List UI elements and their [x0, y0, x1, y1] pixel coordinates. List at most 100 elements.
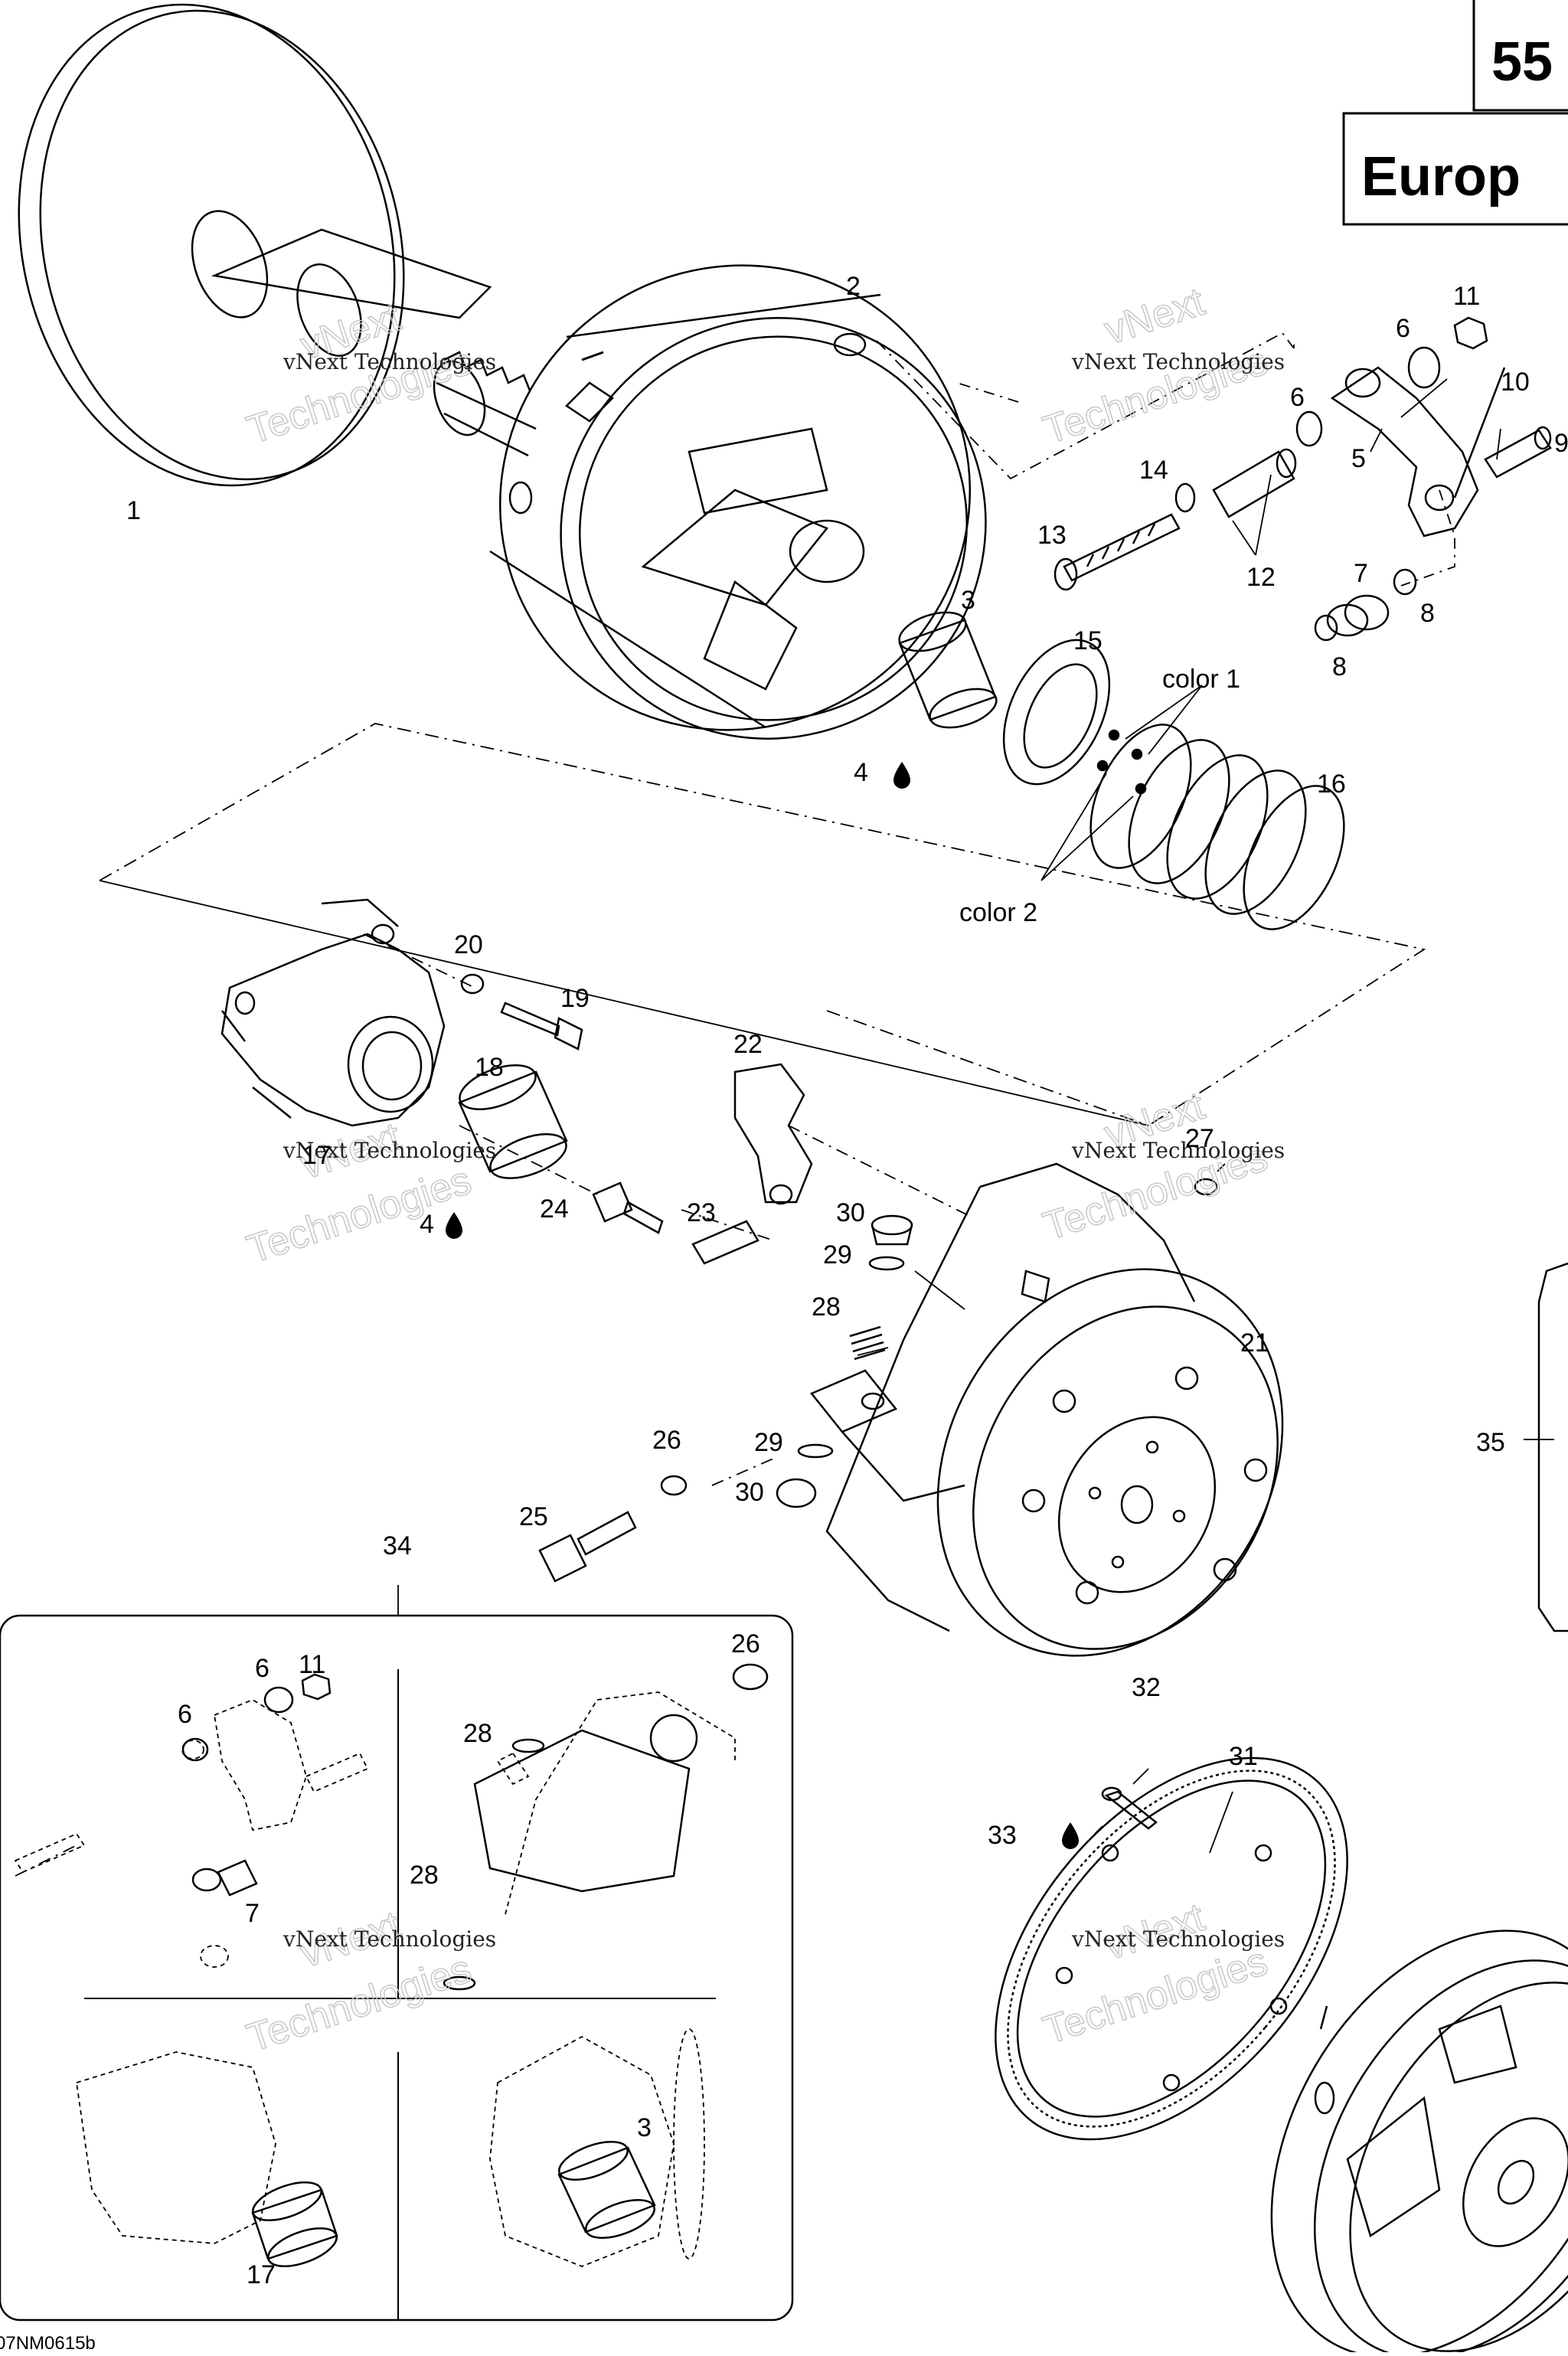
drawing-code: 07NM0615b	[0, 2333, 96, 2352]
watermark-text: vNext Technologies	[1071, 349, 1285, 374]
callout-2: 2	[846, 272, 861, 301]
callout-31: 31	[1229, 1742, 1258, 1771]
callout-28: 28	[410, 1861, 439, 1890]
callout-16: 16	[1317, 770, 1346, 799]
watermark-text: vNext Technologies	[283, 1138, 496, 1163]
screw-part-24	[592, 1181, 664, 1234]
drive-sheave	[1270, 1930, 1568, 2356]
washer-part-15	[1002, 639, 1111, 786]
page-number-box	[1472, 0, 1568, 112]
washer-part-26	[660, 1475, 688, 1496]
watermark-text: vNext Technologies	[283, 349, 496, 374]
watermark-outline-bottom: Technologies	[242, 1158, 477, 1272]
callout-29: 29	[754, 1428, 783, 1457]
bolt-part-25	[538, 1511, 637, 1583]
callout-29: 29	[823, 1240, 852, 1269]
movable-sheave-part-2	[489, 264, 987, 740]
callout-30: 30	[735, 1478, 764, 1507]
callout-35: 35	[1476, 1428, 1505, 1457]
callout-26: 26	[652, 1426, 681, 1455]
callout-7: 7	[245, 1899, 260, 1928]
callout-18: 18	[475, 1053, 504, 1082]
leader-lines-top	[876, 332, 1501, 587]
callout-1: 1	[126, 496, 141, 525]
callout-25: 25	[519, 1502, 548, 1531]
spring-color-2-note: color 2	[959, 898, 1037, 927]
callout-labels: 1 2 3 4 5 6 6 7 8 8 9 10 11 12 13 14 15 …	[0, 272, 1568, 2354]
cover-part-21	[809, 1162, 1284, 1657]
ring-gear-part-31	[995, 1756, 1348, 2141]
callout-21: 21	[1240, 1328, 1269, 1358]
watermark-outline-bottom: Technologies	[242, 1946, 477, 2060]
callout-17: 17	[247, 2260, 276, 2289]
callout-6: 6	[1290, 383, 1305, 412]
watermark-outline-bottom: Technologies	[1038, 1939, 1273, 2053]
pin-part-23	[691, 1220, 760, 1265]
callout-5: 5	[1351, 444, 1366, 473]
watermark-outline-top: vNext	[1099, 279, 1210, 353]
screw-part-19	[500, 1002, 583, 1051]
spring-part-28	[849, 1325, 886, 1361]
callout-11: 11	[299, 1650, 325, 1679]
watermark-text: vNext Technologies	[1071, 1138, 1285, 1163]
callout-3: 3	[637, 2113, 652, 2142]
callout-8: 8	[1332, 652, 1347, 681]
callout-4: 4	[854, 758, 868, 787]
spring-color-1-note: color 1	[1162, 665, 1240, 694]
washer-part-27	[1194, 1178, 1218, 1196]
callout-28: 28	[463, 1719, 492, 1748]
dashed-outline-middle	[99, 723, 1426, 1126]
lever-assembly	[1054, 316, 1552, 642]
callout-13: 13	[1037, 521, 1067, 550]
callout-15: 15	[1073, 626, 1102, 655]
kit-box-34	[0, 1614, 794, 2322]
cap-part-30	[776, 1214, 913, 1508]
callout-23: 23	[687, 1198, 716, 1227]
callout-14: 14	[1139, 456, 1168, 485]
leader-lines-bottom	[1094, 1768, 1233, 1854]
callout-26: 26	[731, 1629, 760, 1658]
callout-22: 22	[733, 1030, 763, 1059]
lubricant-drop-icon	[446, 1212, 462, 1239]
callout-9: 9	[1554, 429, 1568, 458]
callout-3: 3	[961, 586, 975, 615]
spider-part-17	[220, 898, 446, 1127]
callout-6: 6	[255, 1654, 270, 1683]
callout-10: 10	[1501, 368, 1530, 397]
callout-24: 24	[540, 1194, 569, 1224]
callout-28: 28	[812, 1292, 841, 1322]
region-title: Europ	[1361, 146, 1521, 207]
callout-30: 30	[836, 1198, 865, 1227]
page-number: 55	[1491, 31, 1553, 93]
callout-19: 19	[560, 984, 590, 1013]
callout-20: 20	[454, 930, 483, 959]
callout-8: 8	[1420, 599, 1435, 628]
callout-7: 7	[1354, 559, 1368, 588]
arm-part-22	[733, 1063, 813, 1205]
callout-6: 6	[1396, 314, 1410, 343]
callout-4: 4	[420, 1210, 434, 1239]
callout-17: 17	[302, 1141, 332, 1170]
o-ring-part-29	[797, 1256, 905, 1459]
shaft-part-35	[1537, 1262, 1568, 1632]
leader-lines-middle	[363, 933, 1554, 1616]
spring-part-16	[1040, 685, 1345, 930]
callout-11: 11	[1453, 282, 1480, 311]
washer-part-20	[460, 973, 485, 995]
watermark-text: vNext Technologies	[1071, 1926, 1285, 1952]
region-box	[1342, 112, 1568, 226]
screw-part-32	[1101, 1786, 1158, 1830]
bushing-part-3	[898, 611, 998, 729]
callout-33: 33	[988, 1821, 1017, 1850]
callout-34: 34	[383, 1531, 412, 1560]
callout-27: 27	[1185, 1124, 1214, 1153]
watermark-text: vNext Technologies	[283, 1926, 496, 1952]
callout-32: 32	[1132, 1673, 1161, 1702]
bushing-part-18	[458, 1064, 568, 1179]
callout-6: 6	[178, 1700, 192, 1729]
lubricant-drop-icon	[893, 762, 910, 789]
callout-12: 12	[1246, 563, 1276, 592]
lubricant-drop-icon	[1062, 1822, 1079, 1849]
